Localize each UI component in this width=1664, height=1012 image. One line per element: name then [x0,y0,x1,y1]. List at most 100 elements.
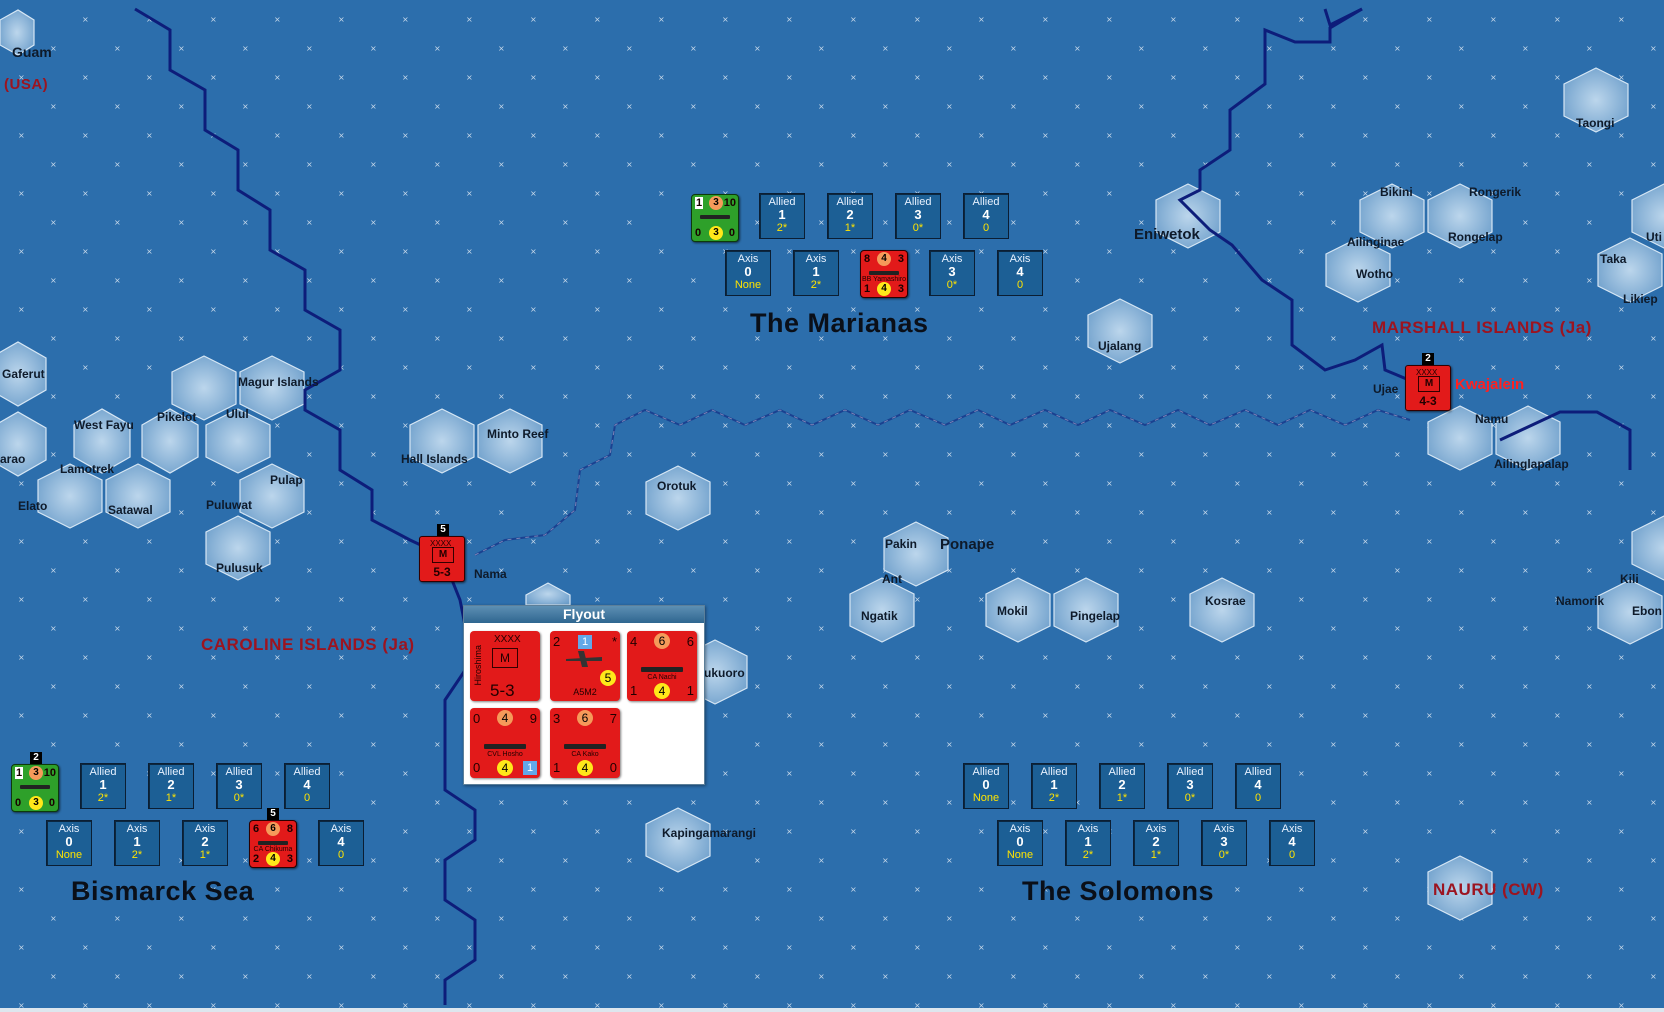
island-label[interactable]: Ulul [226,407,249,421]
island-label[interactable]: Satawal [108,503,153,517]
island-label[interactable]: West Fayu [74,418,134,432]
island-label[interactable]: Namu [1475,412,1509,426]
box-value: 2* [97,792,109,804]
island-label[interactable]: Puluwat [206,498,253,512]
island-label[interactable]: Ponape [940,536,995,553]
flyout-unit-cruiser[interactable]: 4 6 6 CA Nachi 1 4 1 [627,631,697,701]
axis-naval-counter[interactable]: 6 6 8 CA Chikuma 2 4 3 [249,820,297,868]
island-label[interactable]: Ujae [1373,382,1399,396]
island-label[interactable]: ukuoro [704,666,745,680]
flyout-panel[interactable]: Flyout Hiroshima XXXX M 5-3 2 1 * 5 A5M2… [463,605,705,785]
island-label[interactable]: Bikini [1380,185,1413,199]
island-label[interactable]: Rongerik [1469,185,1522,199]
island-label[interactable]: Eniwetok [1134,226,1200,243]
counter-name: BB Yamashiro [861,276,907,283]
box-value: 0* [233,792,245,804]
island-label[interactable]: Kapingamarangi [662,826,757,840]
allied-naval-counter[interactable]: 1 3 10 0 3 0 [11,764,59,812]
island-label[interactable]: Likiep [1623,292,1658,306]
island-label[interactable]: Rongelap [1448,230,1503,244]
counter-value: 3 [286,853,293,865]
island-label[interactable]: Ailinglapalap [1494,457,1569,471]
island-label[interactable]: Ebon [1632,604,1662,618]
allied-naval-counter[interactable]: 1 3 10 0 3 0 [691,194,739,242]
army-counter-nama[interactable]: XXXX M 5-3 [419,536,465,582]
island-label[interactable]: Pulusuk [216,561,263,575]
island-label[interactable]: Magur Islands [238,375,319,389]
flyout-unit-aircraft[interactable]: 2 1 * 5 A5M2 [550,631,620,701]
island-label[interactable]: Pingelap [1070,609,1121,623]
island-label[interactable]: Taka [1600,252,1627,266]
island-label[interactable]: Hall Islands [401,452,468,466]
island-label[interactable]: Taongi [1576,116,1615,130]
island-label[interactable]: Mokil [997,604,1028,618]
island-label[interactable]: Nama [474,567,507,581]
unit-value: 0 [473,711,481,726]
island-label[interactable]: Elato [18,499,48,513]
island-label[interactable]: Kili [1620,572,1639,586]
island-label[interactable]: Uti [1646,230,1662,244]
island-label[interactable]: Ailinginae [1347,235,1405,249]
box-value: None [55,849,83,861]
sea-area-name[interactable]: The Marianas [750,308,929,338]
army-counter-kwajalein[interactable]: XXXX M 4-3 [1405,365,1451,411]
flyout-unit-carrier[interactable]: 0 4 9 CVL Hosho 0 4 1 [470,708,540,778]
island-label[interactable]: Ngatik [861,609,898,623]
flyout-title[interactable]: Flyout [464,606,704,623]
flyout-unit-cruiser[interactable]: 3 6 7 CA Kako 1 4 0 [550,708,620,778]
island-label[interactable]: Ujalang [1098,339,1142,353]
island-label[interactable]: Lamotrek [60,462,115,476]
island-label[interactable]: Pulap [270,473,303,487]
island-label[interactable]: Namorik [1556,594,1605,608]
island-label[interactable]: Wotho [1356,267,1394,281]
island-label[interactable]: Ant [882,572,902,586]
counter-value: 8 [864,253,871,265]
unit-name: Hiroshima [473,645,483,686]
unit-mark: * [611,634,617,649]
box-label: Allied [225,766,253,778]
island-label[interactable]: Orotuk [657,479,697,493]
flyout-unit-army[interactable]: Hiroshima XXXX M 5-3 [470,631,540,701]
island-label[interactable]: arao [0,452,26,466]
box-number: 3 [914,207,922,222]
island-label[interactable]: Pakin [885,537,918,551]
axis-naval-counter[interactable]: 8 4 3 BB Yamashiro 1 4 3 [860,250,908,298]
island-label[interactable]: Kosrae [1205,594,1246,608]
island-label[interactable]: Minto Reef [487,427,549,441]
island-label[interactable]: Pikelot [157,410,197,424]
island-label[interactable]: Gaferut [2,367,45,381]
box-label: Allied [972,196,1000,208]
island-label-kwajalein[interactable]: Kwajalein [1455,376,1525,393]
sea-area-name[interactable]: The Solomons [1022,876,1215,906]
island-label[interactable]: Guam [12,44,52,60]
sea-area-name[interactable]: Bismarck Sea [71,876,255,906]
box-number: 4 [1016,264,1024,279]
